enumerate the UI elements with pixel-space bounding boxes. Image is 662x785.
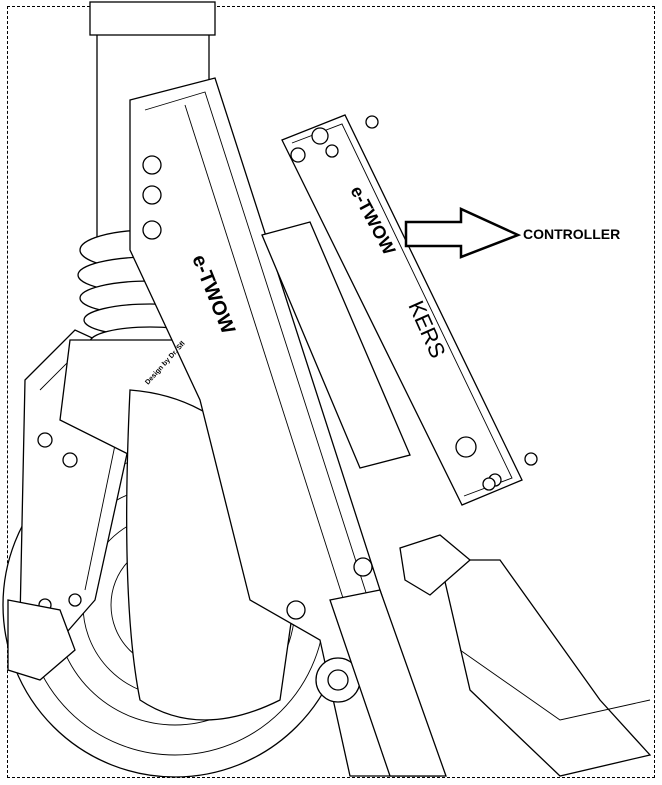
screw-icon: [365, 115, 379, 129]
screw-icon: [482, 477, 496, 491]
screw-icon: [524, 452, 538, 466]
screws: [325, 115, 538, 491]
controller-label: CONTROLLER: [523, 226, 621, 242]
right-arrow-icon: [404, 207, 522, 259]
screw-icon: [325, 144, 339, 158]
dashed-border: [7, 6, 655, 778]
controller-cover: e-TWOW KERS: [281, 114, 523, 506]
battery-window: [261, 221, 411, 469]
folding-latch: [399, 534, 472, 596]
frame-plate: e-TWOW Design by Dr. Sfl: [129, 77, 652, 777]
